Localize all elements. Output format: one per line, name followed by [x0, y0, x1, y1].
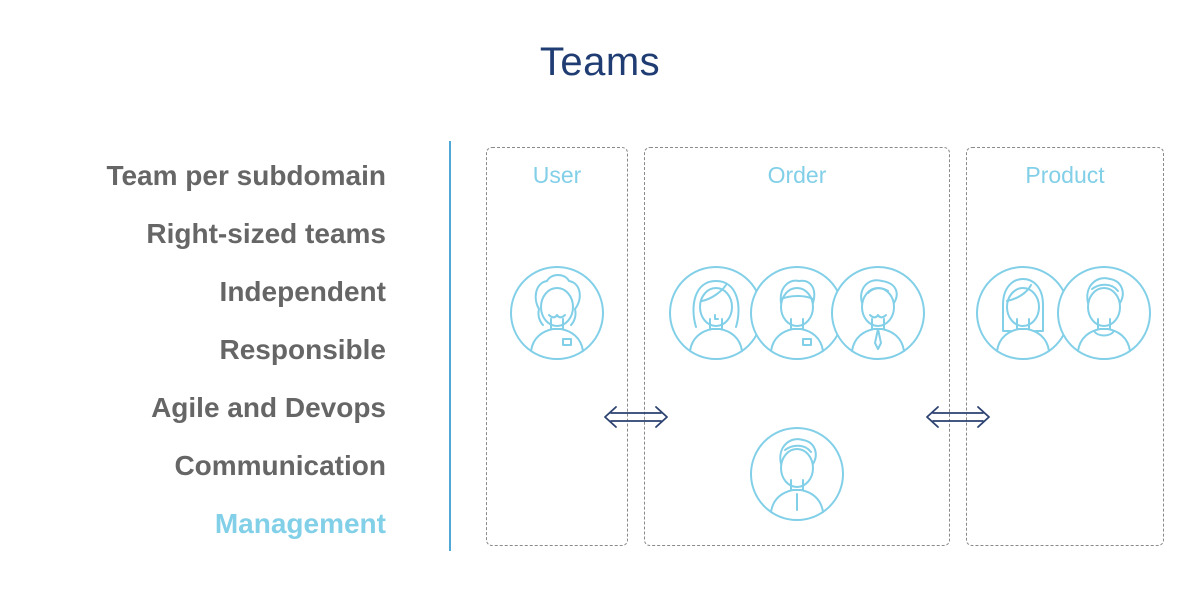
double-arrow-user-order [604, 406, 668, 428]
principle-right-sized-teams: Right-sized teams [146, 218, 386, 249]
avatar-order-2 [750, 266, 844, 360]
principle-team-per-subdomain: Team per subdomain [106, 160, 386, 191]
team-title-order: Order [767, 162, 827, 188]
principle-agile-and-devops: Agile and Devops [151, 392, 386, 423]
double-arrow-order-product [926, 406, 990, 428]
page-title: Teams [539, 40, 661, 84]
vertical-divider [449, 141, 451, 551]
avatar-order-3 [831, 266, 925, 360]
principle-responsible: Responsible [219, 334, 386, 365]
team-box-order: Order [644, 147, 950, 546]
team-box-user: User [486, 147, 628, 546]
avatar-product-2 [1057, 266, 1151, 360]
principle-management: Management [214, 508, 386, 539]
team-title-user: User [532, 162, 582, 188]
avatar-product-1 [976, 266, 1070, 360]
avatar-order-1 [669, 266, 763, 360]
principles-list: Team per subdomain Right-sized teams Ind… [0, 150, 386, 556]
team-box-product: Product [966, 147, 1164, 546]
team-title-product: Product [1025, 162, 1105, 188]
principle-communication: Communication [174, 450, 386, 481]
principle-independent: Independent [219, 276, 386, 307]
avatar-order-4 [750, 427, 844, 521]
avatar-user-1 [510, 266, 604, 360]
